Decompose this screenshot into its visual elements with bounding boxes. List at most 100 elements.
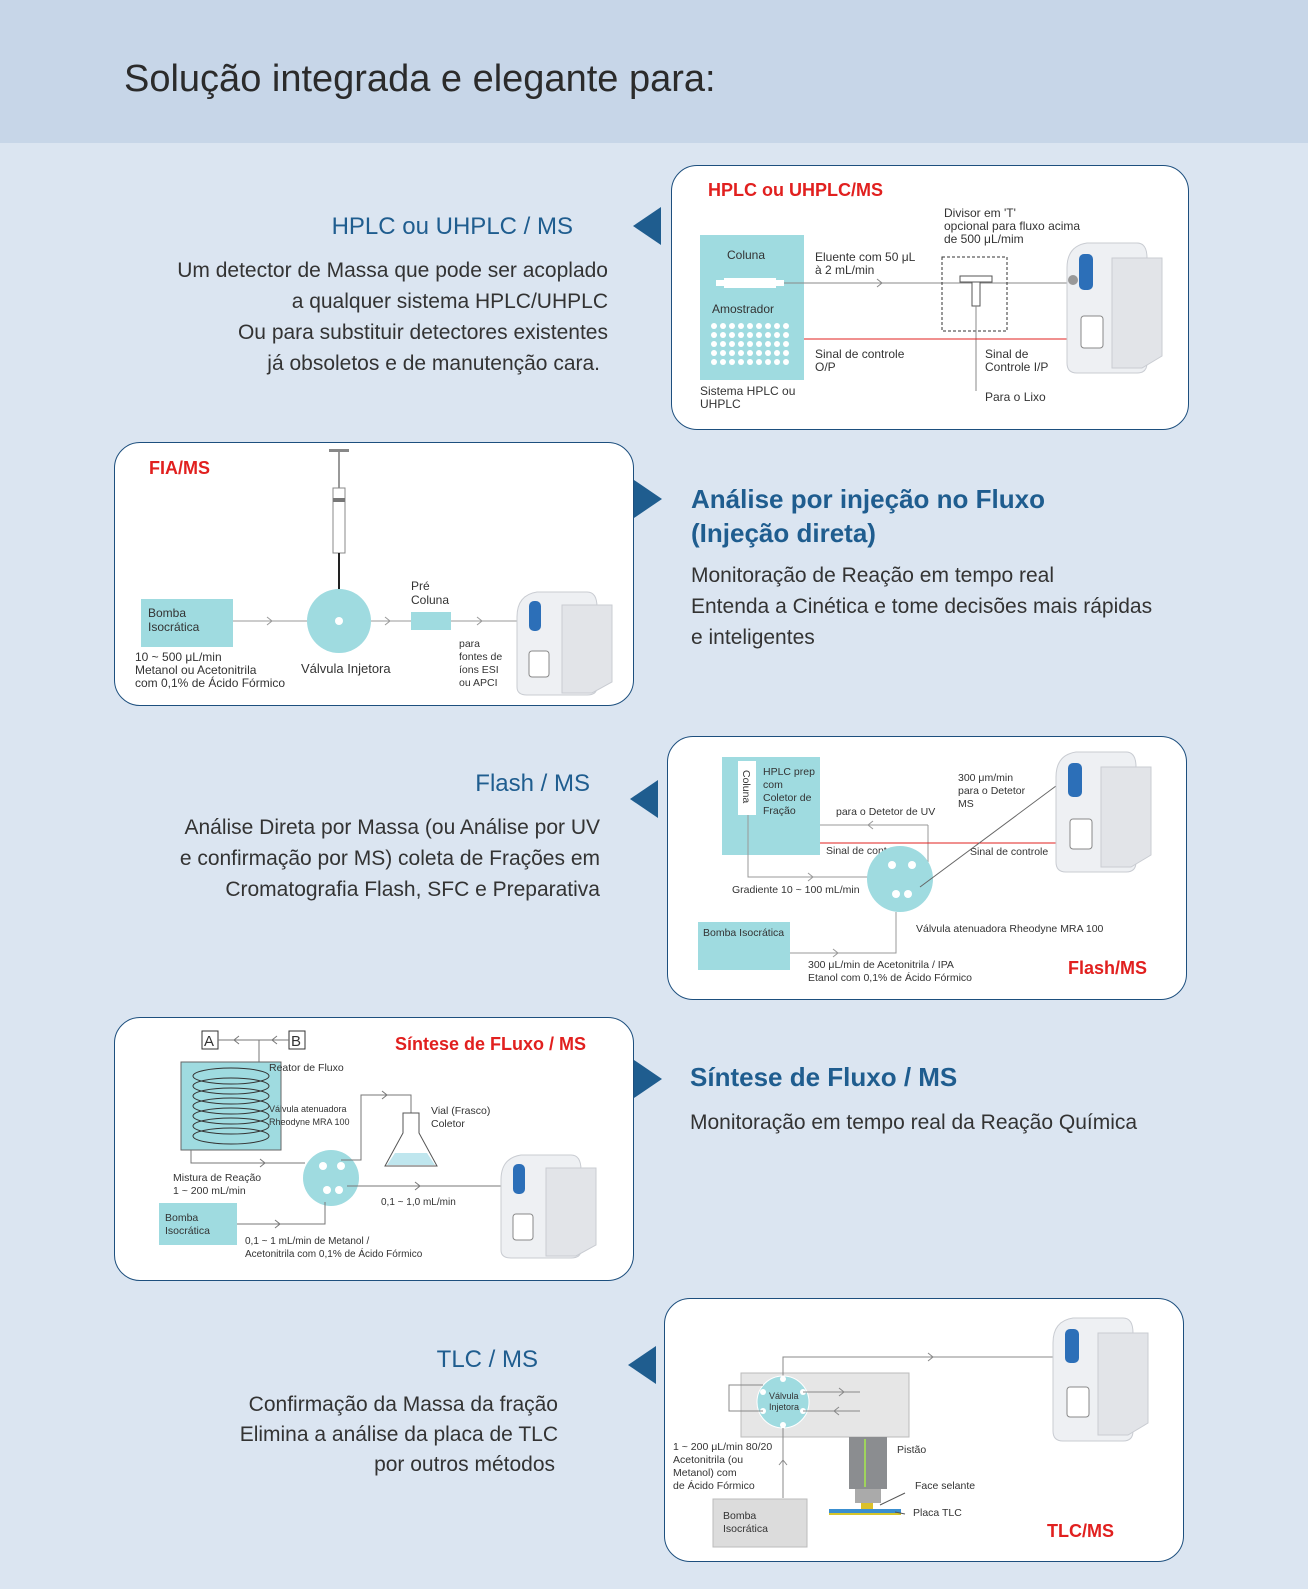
flow-label: Metanol ou Acetonitrila bbox=[135, 663, 257, 677]
flow-reactor bbox=[180, 1061, 282, 1151]
sampler-well bbox=[738, 350, 744, 356]
bomba-label: Isocrática bbox=[165, 1225, 210, 1237]
bomba-label: Isocrática bbox=[148, 620, 200, 634]
mass-spec-instrument-icon bbox=[1055, 751, 1152, 873]
hplc-prep-label: Coletor de bbox=[763, 792, 812, 804]
bomba-label: Bomba bbox=[723, 1510, 756, 1522]
pre-label: Pré bbox=[411, 579, 430, 593]
sampler-well bbox=[765, 350, 771, 356]
panel-flow-synthesis: Síntese de FLuxo / MS A B Reator de Flux… bbox=[114, 1017, 634, 1281]
hplc-prep-label: HPLC prep bbox=[763, 766, 815, 778]
sec2-description: Monitoração de Reação em tempo real Ente… bbox=[691, 560, 1152, 653]
hplc-prep-label: Fração bbox=[763, 805, 796, 817]
amostrador-label: Amostrador bbox=[712, 302, 774, 316]
ms-flow-label: MS bbox=[958, 798, 974, 810]
sampler-well bbox=[711, 350, 717, 356]
eluente-label: Eluente com 50 μL bbox=[815, 250, 916, 264]
sistema-label: UHPLC bbox=[700, 397, 741, 411]
page-title: Solução integrada e elegante para: bbox=[124, 58, 716, 100]
sec1-line: Ou para substituir detectores existentes bbox=[237, 321, 608, 344]
eluente-label: à 2 mL/min bbox=[815, 263, 874, 277]
sampler-well bbox=[729, 341, 735, 347]
sec5-line: Confirmação da Massa da fração bbox=[248, 1393, 558, 1416]
uv-label: para o Detetor de UV bbox=[836, 806, 935, 818]
sampler-well bbox=[747, 350, 753, 356]
sec5-description: Confirmação da Massa da fração Elimina a… bbox=[240, 1390, 558, 1480]
sec5-line: Elimina a análise da placa de TLC bbox=[239, 1423, 558, 1446]
sampler-well bbox=[765, 341, 771, 347]
sec1-line: já obsoletos e de manutenção cara. bbox=[267, 352, 600, 375]
sampler-well bbox=[738, 359, 744, 365]
lixo-label: Para o Lixo bbox=[985, 390, 1046, 404]
coluna-label: Coluna bbox=[727, 248, 765, 262]
valvula-label: Válvula atenuadora bbox=[269, 1104, 347, 1114]
reactor-coil bbox=[192, 1067, 270, 1145]
bomba-label: Bomba bbox=[148, 606, 186, 620]
sampler-well bbox=[711, 359, 717, 365]
sampler-well bbox=[711, 323, 717, 329]
placa-label: Placa TLC bbox=[913, 1507, 962, 1519]
panel-title: TLC/MS bbox=[1047, 1521, 1114, 1541]
mass-spec-instrument-icon bbox=[500, 1154, 597, 1259]
sampler-well bbox=[765, 332, 771, 338]
sampler-well bbox=[747, 323, 753, 329]
mistura-label: Mistura de Reação bbox=[173, 1172, 261, 1184]
sampler-well bbox=[783, 332, 789, 338]
valvula-label: Injetora bbox=[769, 1402, 799, 1412]
sinal-op-label: Sinal de controle bbox=[815, 347, 905, 361]
panel-title: Síntese de FLuxo / MS bbox=[395, 1034, 586, 1054]
flow-label: Etanol com 0,1% de Ácido Fórmico bbox=[808, 971, 972, 984]
sampler-well bbox=[711, 332, 717, 338]
sampler-well bbox=[783, 359, 789, 365]
sec3-title: Flash / MS bbox=[475, 770, 590, 797]
page-header: Solução integrada e elegante para: bbox=[0, 0, 1308, 143]
sampler-well bbox=[756, 341, 762, 347]
fontes-label: íons ESI bbox=[459, 664, 499, 676]
bomba-label: Bomba Isocrática bbox=[703, 927, 784, 939]
divisor-label: de 500 μL/mim bbox=[944, 232, 1024, 246]
divisor-label: Divisor em 'T' bbox=[944, 206, 1016, 220]
pump-box bbox=[698, 922, 790, 970]
sampler-well bbox=[720, 341, 726, 347]
sampler-well bbox=[774, 341, 780, 347]
syringe-icon bbox=[329, 449, 349, 591]
sampler-well bbox=[729, 350, 735, 356]
sec2-line: e inteligentes bbox=[691, 626, 815, 649]
fontes-label: fontes de bbox=[459, 651, 502, 663]
sec2-title: Análise por injeção no Fluxo (Injeção di… bbox=[691, 484, 1045, 549]
sampler-well bbox=[747, 332, 753, 338]
sampler-well bbox=[756, 323, 762, 329]
pistao-label: Pistão bbox=[897, 1444, 926, 1456]
divisor-label: opcional para fluxo acima bbox=[944, 219, 1080, 233]
b-label: B bbox=[291, 1033, 301, 1050]
fontes-label: ou APCI bbox=[459, 677, 498, 689]
panel-flash: Coluna HPLC prep com Coletor de Fração p… bbox=[667, 736, 1187, 1000]
sec2-title-line: (Injeção direta) bbox=[691, 518, 876, 548]
sinal-ip-label: Controle I/P bbox=[985, 360, 1048, 374]
sampler-well bbox=[720, 359, 726, 365]
a-label: A bbox=[204, 1033, 214, 1050]
panel-tlc: Válvula Injetora Pistão Face selante Pla… bbox=[664, 1298, 1184, 1562]
sampler-well bbox=[747, 341, 753, 347]
sampler-well bbox=[729, 359, 735, 365]
flow-label: de Ácido Fórmico bbox=[673, 1479, 755, 1492]
sampler-well bbox=[738, 341, 744, 347]
sec4-title: Síntese de Fluxo / MS bbox=[690, 1062, 958, 1092]
tlc-plate bbox=[829, 1509, 901, 1513]
valvula-label: Válvula bbox=[769, 1391, 799, 1401]
sampler-well bbox=[711, 341, 717, 347]
sec4-description: Monitoração em tempo real da Reação Quím… bbox=[690, 1107, 1137, 1138]
pointer-left-icon bbox=[630, 780, 658, 818]
column-shape bbox=[738, 761, 756, 815]
t-divider-box bbox=[941, 256, 1008, 332]
sampler-well bbox=[738, 323, 744, 329]
attenuator-valve bbox=[867, 846, 933, 912]
panel-title: HPLC ou UHPLC/MS bbox=[708, 180, 883, 200]
panel-title: Flash/MS bbox=[1068, 958, 1147, 978]
sampler-wells bbox=[711, 323, 789, 365]
sampler-well bbox=[783, 350, 789, 356]
gradiente-label: Gradiente 10 ~ 100 mL/min bbox=[732, 884, 860, 896]
piston bbox=[849, 1437, 887, 1489]
pointer-right-icon bbox=[634, 480, 662, 518]
mistura-label: 1 ~ 200 mL/min bbox=[173, 1185, 246, 1197]
